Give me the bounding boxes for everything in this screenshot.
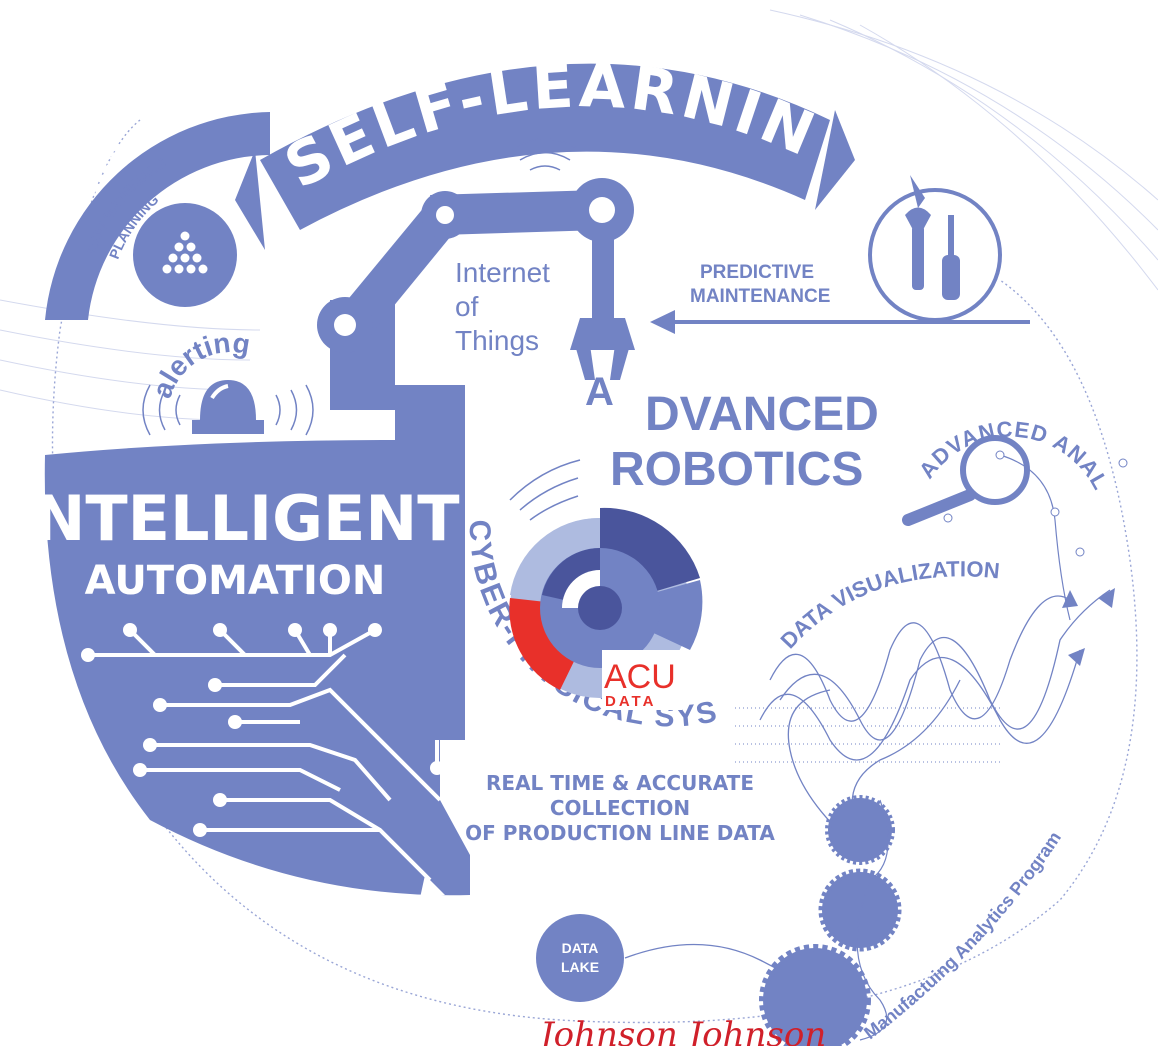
alarm-light-icon (142, 380, 314, 436)
dotted-axis-lines (735, 707, 1000, 763)
data-arrows (1062, 588, 1115, 666)
background-lines (0, 9, 1158, 421)
robot-arm-icon (317, 178, 635, 410)
intelligent-automation-block (44, 385, 471, 896)
gear-icon (759, 795, 902, 1046)
automation-title: AUTOMATION (85, 558, 386, 604)
gear-connector (856, 799, 889, 1041)
advanced-a-letter: A (585, 370, 614, 414)
data-visualization-text: DATA VISUALIZATION (775, 556, 1000, 653)
manufacturing-program-text: Manufactuing Analytics Program (860, 828, 1065, 1043)
circuit-board-icon (88, 628, 442, 882)
cyber-wifi-icon (509, 459, 581, 521)
predictive-text: PREDICTIVE (700, 262, 814, 283)
data-lake-badge: DATA LAKE (536, 914, 624, 1002)
circuit-nodes (81, 623, 445, 898)
of-text: of (455, 291, 479, 322)
wrench-screwdriver-icon (868, 175, 1002, 322)
predictive-arrow (650, 310, 1030, 334)
realtime-line-1: REAL TIME & ACCURATE (486, 771, 754, 795)
robotics-text: ROBOTICS (610, 443, 863, 496)
realtime-line-2: COLLECTION (550, 796, 690, 820)
signature-logo: Johnson Johnson (534, 1015, 826, 1046)
data-lake-line-2: LAKE (561, 959, 599, 975)
realtime-line-3: OF PRODUCTION LINE DATA (465, 821, 775, 845)
integrated-band (45, 112, 270, 320)
wifi-signal-icon (509, 138, 581, 171)
maintenance-text: MAINTENANCE (690, 286, 830, 307)
acu-data-text: DATA (605, 693, 656, 710)
data-lake-line-1: DATA (562, 940, 599, 956)
acu-text: ACU (604, 658, 676, 696)
dots-pyramid-icon (133, 203, 237, 307)
things-text: Things (455, 325, 539, 356)
acu-data-sunburst: ACU DATA (509, 507, 703, 710)
internet-text: Internet (455, 257, 550, 288)
magnifier-icon (902, 435, 1128, 621)
intelligent-title: INTELLIGENT (10, 482, 459, 555)
dvanced-text: DVANCED (645, 388, 879, 441)
